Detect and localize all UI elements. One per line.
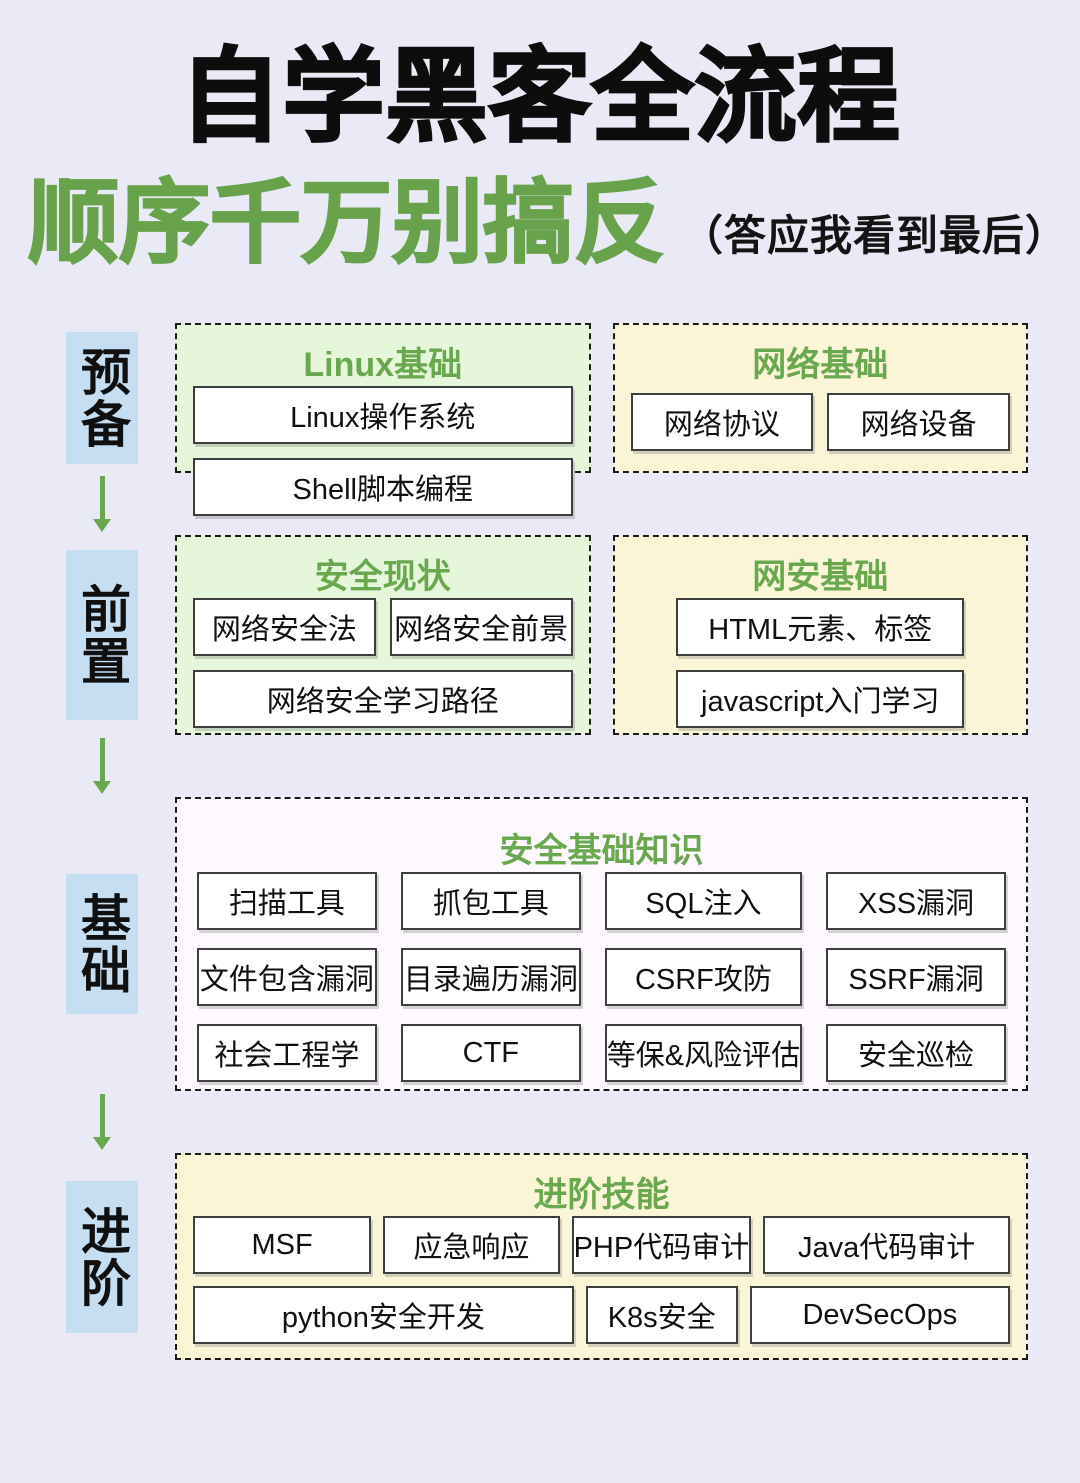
topic-item: Shell脚本编程 [193, 458, 573, 517]
section-security-fundamentals: 安全基础知识扫描工具抓包工具 SQL注入 XSS漏洞文件包含漏洞目录遍历漏洞 CSRF… [175, 797, 1028, 1092]
topic-item: 网络安全前景 [389, 598, 573, 657]
topic-item: 应急响应 [383, 1216, 560, 1275]
topic-item: 网络安全法 [193, 598, 376, 657]
topic-item: HTML元素、标签 [676, 598, 965, 657]
section-items: 扫描工具抓包工具 SQL注入 XSS漏洞文件包含漏洞目录遍历漏洞 CSRF攻防 SSRF… [193, 872, 1010, 1083]
stage-rail: 预备 [0, 332, 175, 465]
section-title: Linux基础 [303, 346, 463, 385]
stage-label-advanced: 进阶 [66, 1180, 138, 1333]
page-title: 自学黑客全流程 [178, 39, 901, 156]
arrow-head [93, 781, 111, 795]
topic-item: DevSecOps [749, 1286, 1010, 1345]
subtitle-note: （答应我看到最后） [681, 212, 1069, 260]
topic-item: MSF [193, 1216, 372, 1275]
down-arrow-icon [92, 735, 112, 797]
topic-item: CSRF攻防 [604, 948, 803, 1007]
down-arrow-icon [92, 473, 112, 535]
down-arrow-icon [92, 1091, 112, 1153]
stage-rail: 基础 [0, 874, 175, 1015]
subtitle-row: 顺序千万别搞反 （答应我看到最后） [27, 173, 1080, 275]
stage-label-basics: 基础 [66, 874, 138, 1015]
section-security-landscape: 安全现状网络安全法网络安全前景网络安全学习路径 [175, 535, 591, 736]
section-items: 网络安全法网络安全前景网络安全学习路径 [193, 598, 573, 729]
arrow-stem [99, 476, 105, 520]
section-items: Linux操作系统 Shell脚本编程 [193, 386, 573, 517]
stage-rail: 进阶 [0, 1180, 175, 1333]
topic-item: Java代码审计 [763, 1216, 1010, 1275]
topic-item: XSS漏洞 [826, 872, 1006, 931]
topic-item: 等保&风险评估 [604, 1024, 803, 1083]
arrow-stem [99, 738, 105, 782]
stage-label-prerequisite: 前置 [66, 550, 138, 721]
topic-item: CTF [400, 1024, 581, 1083]
topic-item: javascript入门学习 [676, 670, 965, 729]
stage-rail: 前置 [0, 550, 175, 721]
arrow-head [93, 519, 111, 533]
stage-label-prep: 预备 [66, 332, 138, 465]
topic-item: 目录遍历漏洞 [400, 948, 581, 1007]
subtitle-warning: 顺序千万别搞反 [27, 173, 666, 275]
section-title: 网络基础 [752, 346, 889, 385]
topic-item: K8s安全 [585, 1286, 738, 1345]
flow-arrow-row [0, 473, 1028, 535]
arrow-head [93, 1137, 111, 1151]
flow-arrow-row [0, 735, 1028, 797]
topic-item: SQL注入 [604, 872, 803, 931]
topic-item: 网络设备 [827, 392, 1010, 451]
section-title: 安全现状 [314, 558, 451, 597]
topic-item: 安全巡检 [826, 1024, 1006, 1083]
section-network-basics: 网络基础网络协议网络设备 [612, 323, 1028, 474]
topic-item: 文件包含漏洞 [197, 948, 377, 1007]
section-items: HTML元素、标签 javascript入门学习 [631, 598, 1011, 729]
topic-item: SSRF漏洞 [826, 948, 1006, 1007]
section-items: 网络协议网络设备 [630, 386, 1010, 457]
section-title: 进阶技能 [533, 1176, 670, 1215]
flow-arrow-row [0, 1091, 1028, 1153]
topic-item: 扫描工具 [197, 872, 377, 931]
topic-item: Linux操作系统 [193, 386, 573, 445]
stage-content: 安全基础知识扫描工具抓包工具 SQL注入 XSS漏洞文件包含漏洞目录遍历漏洞 CSRF… [175, 797, 1028, 1092]
section-title: 网安基础 [752, 558, 889, 597]
topic-item: PHP代码审计 [571, 1216, 752, 1275]
stage-row-basics: 基础 安全基础知识扫描工具抓包工具 SQL注入 XSS漏洞文件包含漏洞目录遍历漏洞 CS… [0, 797, 1028, 1092]
arrow-stem [99, 1094, 105, 1138]
topic-item: 社会工程学 [197, 1024, 377, 1083]
topic-item: 网络安全学习路径 [193, 670, 573, 729]
topic-item: 网络协议 [630, 392, 814, 451]
section-title: 安全基础知识 [499, 832, 704, 871]
topic-item: 抓包工具 [400, 872, 581, 931]
topic-item: python安全开发 [193, 1286, 574, 1345]
